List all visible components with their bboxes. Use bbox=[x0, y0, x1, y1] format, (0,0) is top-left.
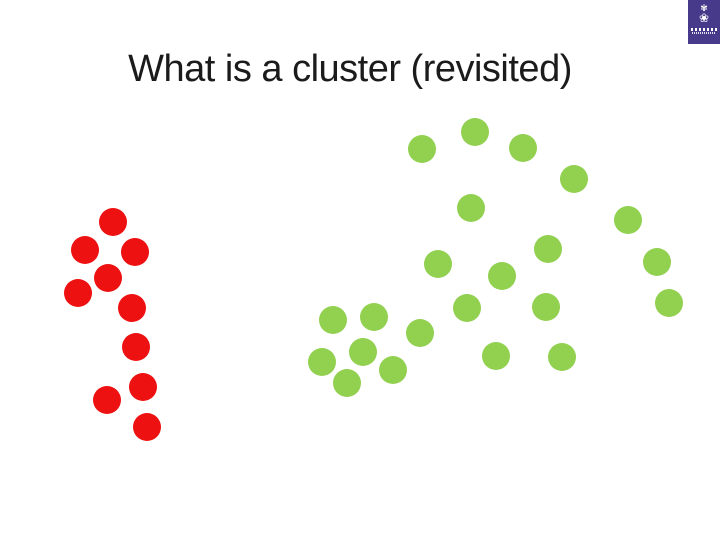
green-cluster-dot bbox=[319, 306, 347, 334]
red-cluster-dot bbox=[64, 279, 92, 307]
red-cluster-dot bbox=[121, 238, 149, 266]
green-cluster-dot bbox=[643, 248, 671, 276]
university-logo: ✾ ❀ bbox=[688, 0, 720, 44]
emblem-glyph-top: ✾ bbox=[700, 2, 708, 13]
green-cluster-dot bbox=[424, 250, 452, 278]
green-cluster-dot bbox=[560, 165, 588, 193]
green-cluster-dot bbox=[509, 134, 537, 162]
green-cluster-dot bbox=[360, 303, 388, 331]
slide-title: What is a cluster (revisited) bbox=[128, 48, 572, 90]
red-cluster-dot bbox=[94, 264, 122, 292]
logo-text-line bbox=[692, 32, 716, 34]
red-cluster-dot bbox=[118, 294, 146, 322]
green-cluster-dot bbox=[534, 235, 562, 263]
green-cluster-dot bbox=[614, 206, 642, 234]
red-cluster-dot bbox=[93, 386, 121, 414]
green-cluster-dot bbox=[333, 369, 361, 397]
green-cluster-dot bbox=[308, 348, 336, 376]
green-cluster-dot bbox=[408, 135, 436, 163]
green-cluster-dot bbox=[655, 289, 683, 317]
green-cluster-dot bbox=[482, 342, 510, 370]
green-cluster-dot bbox=[349, 338, 377, 366]
logo-text-line bbox=[691, 28, 717, 31]
green-cluster-dot bbox=[532, 293, 560, 321]
emblem-glyph-bottom: ❀ bbox=[698, 10, 710, 25]
green-cluster-dot bbox=[548, 343, 576, 371]
green-cluster-dot bbox=[379, 356, 407, 384]
red-cluster-dot bbox=[133, 413, 161, 441]
red-cluster-dot bbox=[122, 333, 150, 361]
red-cluster-dot bbox=[71, 236, 99, 264]
red-cluster-dot bbox=[129, 373, 157, 401]
green-cluster-dot bbox=[457, 194, 485, 222]
green-cluster-dot bbox=[488, 262, 516, 290]
green-cluster-dot bbox=[453, 294, 481, 322]
green-cluster-dot bbox=[406, 319, 434, 347]
green-cluster-dot bbox=[461, 118, 489, 146]
red-cluster-dot bbox=[99, 208, 127, 236]
university-emblem-icon: ✾ ❀ bbox=[688, 0, 720, 27]
